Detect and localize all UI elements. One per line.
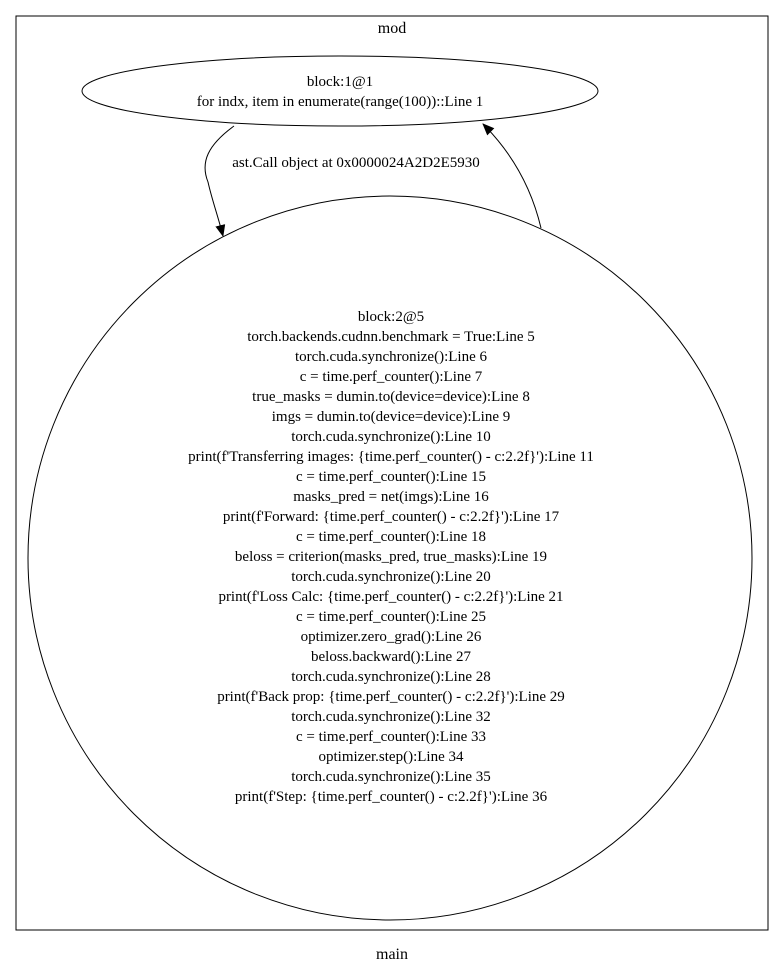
block2-node[interactable] <box>27 195 753 921</box>
block2-lines: torch.backends.cudnn.benchmark = True:Li… <box>188 327 594 807</box>
block2-statement-line: torch.cuda.synchronize():Line 6 <box>294 349 487 365</box>
block2-statement-line: torch.cuda.synchronize():Line 32 <box>291 709 491 725</box>
graph-label: main <box>376 946 408 963</box>
block2-statement-line: torch.cuda.synchronize():Line 20 <box>291 569 491 585</box>
block2-statement-line: torch.backends.cudnn.benchmark = True:Li… <box>247 329 535 345</box>
block2-statement-line: beloss.backward():Line 27 <box>311 649 471 665</box>
block1-title: block:1@1 <box>306 74 374 90</box>
block2-statement-line: print(f'Back prop: {time.perf_counter() … <box>217 689 565 705</box>
block2-statement-line: masks_pred = net(imgs):Line 16 <box>293 489 489 505</box>
block2-title: block:2@5 <box>357 309 425 325</box>
block2-statement-line: torch.cuda.synchronize():Line 10 <box>291 429 491 445</box>
block2-statement-line: c = time.perf_counter():Line 33 <box>295 729 487 745</box>
block2-label: block:2@5 torch.backends.cudnn.benchmark… <box>188 307 594 807</box>
block1-line: for indx, item in enumerate(range(100)):… <box>196 94 484 110</box>
edge-block1-to-block2 <box>204 125 235 237</box>
block2-statement-line: true_masks = dumin.to(device=device):Lin… <box>252 389 530 405</box>
block2-statement-line: print(f'Loss Calc: {time.perf_counter() … <box>218 589 564 605</box>
block2-statement-line: torch.cuda.synchronize():Line 28 <box>291 669 491 685</box>
block2-statement-line: beloss = criterion(masks_pred, true_mask… <box>234 549 548 565</box>
block1-node[interactable] <box>81 55 599 127</box>
edge-block2-to-block1 <box>482 123 542 229</box>
block2-statement-line: optimizer.zero_grad():Line 26 <box>300 629 482 645</box>
edge-label: ast.Call object at 0x0000024A2D2E5930 <box>232 155 480 171</box>
block2-statement-line: print(f'Step: {time.perf_counter() - c:2… <box>234 789 548 805</box>
block2-statement-line: torch.cuda.synchronize():Line 35 <box>291 769 491 785</box>
block2-statement-line: print(f'Transferring images: {time.perf_… <box>188 449 594 465</box>
cluster-mod-box <box>15 15 769 931</box>
block2-statement-line: optimizer.step():Line 34 <box>318 749 464 765</box>
block2-statement-line: c = time.perf_counter():Line 25 <box>295 609 487 625</box>
block1-label: block:1@1 for indx, item in enumerate(ra… <box>197 72 484 112</box>
block2-statement-line: c = time.perf_counter():Line 18 <box>295 529 487 545</box>
block2-statement-line: imgs = dumin.to(device=device):Line 9 <box>271 409 511 425</box>
block2-statement-line: c = time.perf_counter():Line 7 <box>299 369 483 385</box>
block2-statement-line: c = time.perf_counter():Line 15 <box>295 469 487 485</box>
cluster-label: mod <box>377 20 407 37</box>
block2-statement-line: print(f'Forward: {time.perf_counter() - … <box>222 509 560 525</box>
